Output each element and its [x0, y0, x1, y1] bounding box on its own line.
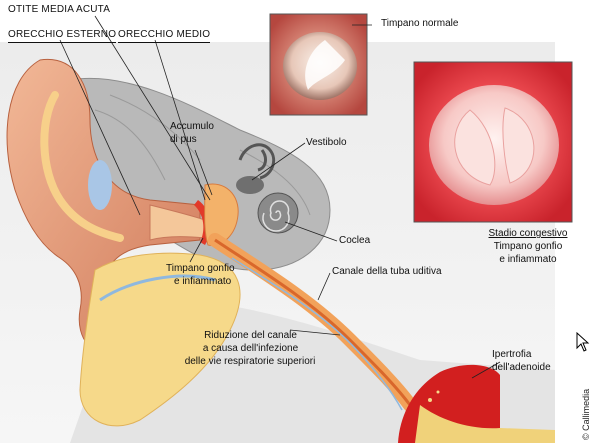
auricle-blue — [88, 160, 112, 210]
label-adenoid-1: Ipertrofia — [492, 349, 532, 360]
leader-eardrum — [189, 237, 204, 263]
leader-reduction — [289, 329, 341, 336]
adenoid-dot — [436, 390, 440, 394]
inset-normal-malleus — [305, 40, 345, 90]
leader-lines — [59, 15, 501, 379]
label-congested-desc-1: Timpano gonfio — [493, 241, 563, 252]
leader-eustachian — [317, 272, 331, 301]
inset-congested-bulge — [454, 107, 535, 186]
label-cochlea: Coclea — [339, 235, 371, 246]
label-eardrum-1: Timpano gonfio — [166, 263, 235, 274]
eustachian-tube-core — [214, 238, 412, 406]
auricle-cartilage — [40, 91, 124, 242]
cochlea-spiral — [262, 200, 290, 232]
copyright-notice: © Callimedia — [581, 388, 591, 440]
label-reduction-2: a causa dell'infezione — [202, 343, 299, 354]
eustachian-blue — [231, 257, 403, 411]
leader-outer — [59, 39, 141, 216]
header-middle-ear: ORECCHIO MEDIO — [118, 29, 211, 43]
label-reduction-1: Riduzione del canale — [204, 330, 297, 341]
leader-adenoid — [471, 361, 501, 379]
label-vestibule: Vestibolo — [306, 137, 347, 148]
leader-pus — [194, 149, 213, 196]
lower-blue-line — [99, 274, 216, 302]
label-normal-eardrum: Timpano normale — [381, 18, 459, 29]
leader-title — [94, 15, 211, 201]
label-pus-2: di pus — [170, 134, 197, 145]
leader-middle — [154, 39, 206, 201]
semicircular-canals — [238, 143, 276, 180]
leader-cochlea — [284, 221, 338, 242]
label-congested-stage: Stadio congestivo — [488, 228, 568, 239]
lower-fat — [79, 252, 241, 427]
adenoid-dot — [428, 398, 432, 402]
mouse-cursor-icon — [576, 332, 590, 352]
pus-cavity — [204, 183, 239, 246]
label-eardrum-2: e infiammato — [174, 276, 232, 287]
label-eustachian: Canale della tuba uditiva — [332, 266, 442, 277]
label-adenoid-2: dell'adenoide — [492, 362, 551, 373]
label-reduction-3: delle vie respiratorie superiori — [184, 356, 316, 367]
diagram-title: OTITE MEDIA ACUTA — [8, 4, 111, 15]
label-congested-desc-2: e infiammato — [499, 254, 557, 265]
adenoid-pharynx — [415, 405, 555, 443]
inset-congested-drum — [429, 85, 559, 205]
leader-vestibule — [251, 142, 306, 181]
vestibule — [236, 176, 264, 194]
header-outer-ear: ORECCHIO ESTERNO — [8, 29, 117, 43]
label-pus-1: Accumulo — [170, 121, 214, 132]
